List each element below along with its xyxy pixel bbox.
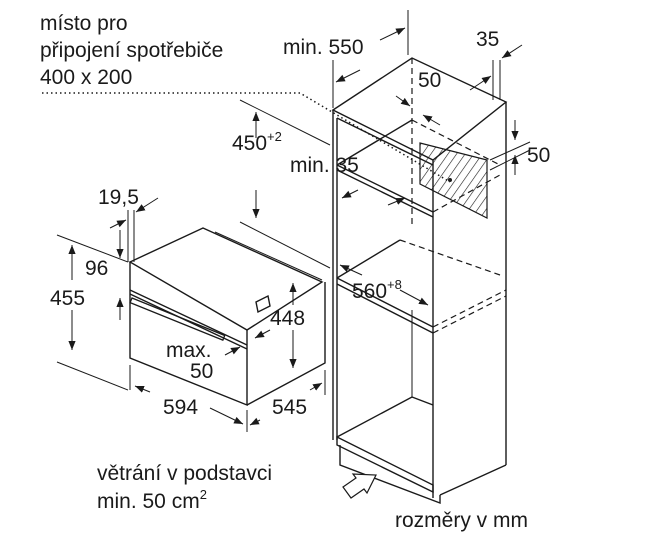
ventilation-note-line1: větrání v podstavci: [97, 462, 272, 485]
dim-min-550: min. 550: [283, 36, 364, 59]
connection-note-line3: 400 x 200: [40, 66, 132, 89]
dim-560: 560+8: [352, 277, 402, 303]
dim-545: 545: [272, 396, 307, 419]
dim-max-50: 50: [190, 360, 213, 383]
ventilation-arrow-icon: [342, 473, 377, 499]
dim-min-35: min. 35: [290, 154, 359, 177]
dim-455: 455: [50, 287, 85, 310]
dim-594: 594: [163, 396, 198, 419]
dim-96: 96: [85, 257, 108, 280]
dim-50-top: 50: [418, 69, 441, 92]
dim-50-right: 50: [527, 144, 550, 167]
oven: [128, 227, 326, 407]
connection-leader: [42, 92, 451, 183]
ventilation-note-line2: min. 50 cm2: [97, 487, 207, 513]
connection-note-line1: místo pro: [40, 12, 128, 35]
connection-area: [0, 0, 1, 1]
dim-35: 35: [476, 28, 499, 51]
dim-19-5: 19,5: [98, 186, 139, 209]
connection-note-line2: připojení spotřebiče: [40, 39, 223, 62]
dim-448: 448: [270, 307, 305, 330]
units-note: rozměry v mm: [395, 509, 528, 532]
dim-450: 450+2: [232, 129, 282, 155]
dim-max-label: max.: [166, 339, 212, 362]
dimension-lines: [56, 10, 531, 432]
